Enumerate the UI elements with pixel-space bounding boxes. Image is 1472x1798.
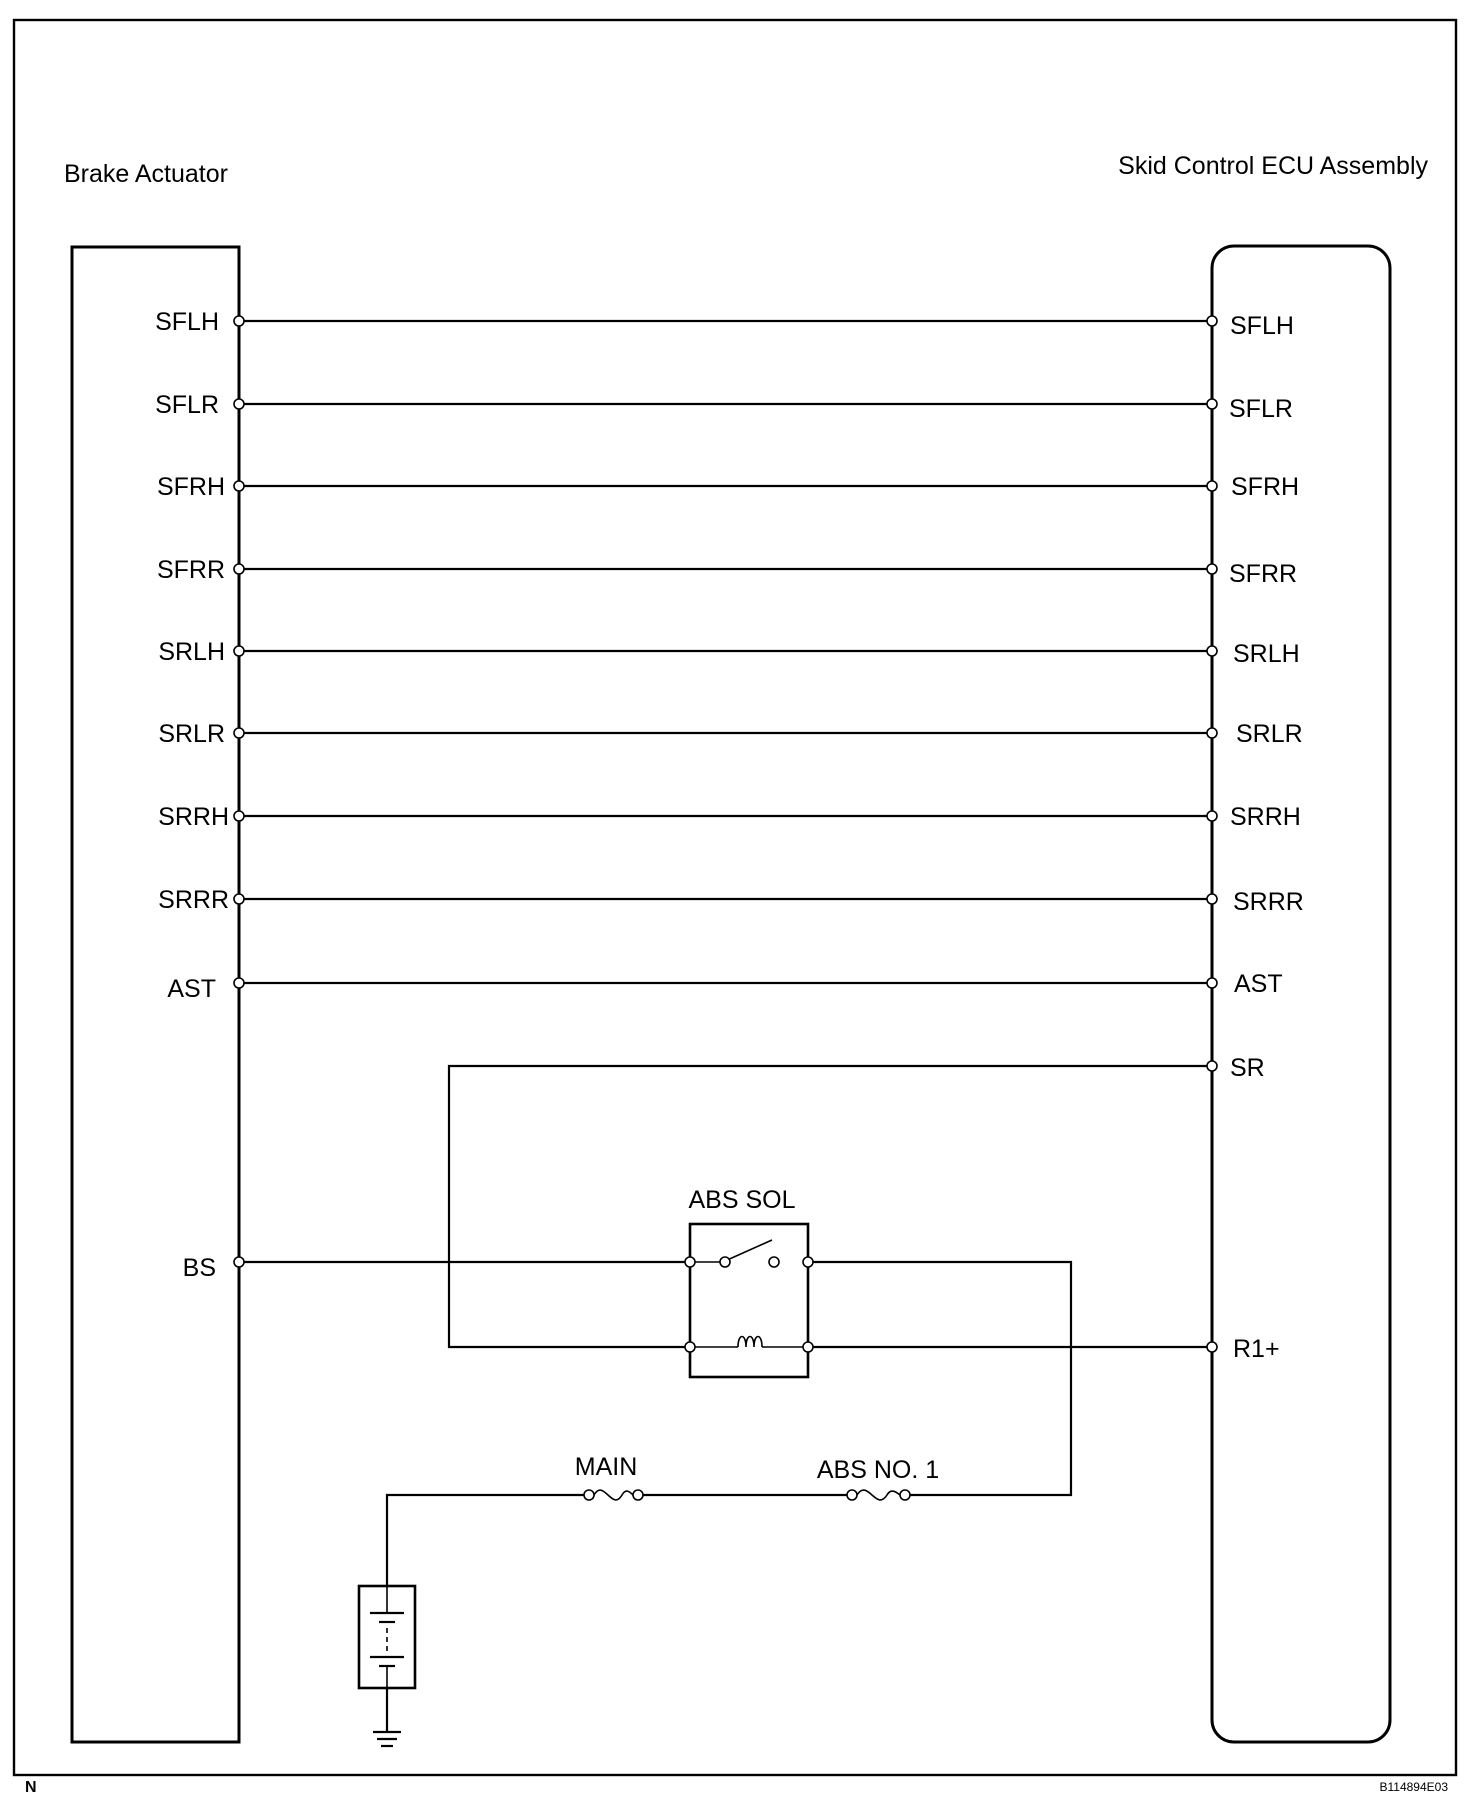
terminal-ecu-srlr: [1206, 727, 1218, 739]
actuator-pin-label: SFLH: [155, 308, 219, 336]
brake-actuator-title: Brake Actuator: [64, 160, 228, 188]
terminal-actuator-bs: [233, 1256, 245, 1268]
terminal-ecu-srrh: [1206, 810, 1218, 822]
terminal-relay-coil-in: [684, 1341, 696, 1353]
fuse-abs-terminal-left: [846, 1489, 858, 1501]
fuse-main-label: MAIN: [575, 1453, 638, 1481]
actuator-terminals: [233, 315, 245, 1268]
terminal-ecu-sflh: [1206, 315, 1218, 327]
relay-switch-contact-right: [768, 1256, 780, 1268]
relay-label: ABS SOL: [689, 1186, 796, 1214]
fuse-abs-terminal-right: [899, 1489, 911, 1501]
terminal-actuator-srrh: [233, 810, 245, 822]
actuator-pin-label: SFRR: [157, 556, 225, 584]
ecu-pin-labels: SFLH SFLR SFRH SFRR SRLH SRLR SRRH SRRR …: [1229, 312, 1304, 1363]
relay-switch-contact-left: [719, 1256, 731, 1268]
terminal-ecu-sr: [1206, 1060, 1218, 1072]
fuse-main-terminal-left: [583, 1489, 595, 1501]
terminal-relay-switch-in: [684, 1256, 696, 1268]
terminal-ecu-sfrh: [1206, 480, 1218, 492]
actuator-pin-label: BS: [183, 1254, 216, 1282]
ecu-pin-label: SFRH: [1231, 473, 1299, 501]
terminal-actuator-srlh: [233, 645, 245, 657]
battery: [357, 1584, 417, 1690]
actuator-pin-label: SRLR: [158, 720, 225, 748]
terminal-ecu-r1plus: [1206, 1341, 1218, 1353]
terminal-actuator-sflh: [233, 315, 245, 327]
figure-code: B114894E03: [1379, 1780, 1448, 1794]
actuator-pin-label: AST: [167, 975, 216, 1003]
ecu-pin-label: SFRR: [1229, 560, 1297, 588]
actuator-pin-label: SRLH: [158, 638, 225, 666]
wire-battery: [385, 1493, 584, 1586]
fuse-abs-label: ABS NO. 1: [817, 1456, 939, 1484]
abs-sol-relay: ABS SOL: [688, 1186, 810, 1379]
relay-switch-arm: [724, 1239, 773, 1262]
ecu-pin-label: AST: [1234, 970, 1283, 998]
ecu-pin-label: SRRR: [1233, 888, 1304, 916]
ecu-pin-label: SFLH: [1230, 312, 1294, 340]
fuse-abs-no1: ABS NO. 1: [817, 1456, 939, 1501]
diagram-border: [12, 18, 1458, 1777]
signal-wires: [239, 319, 1212, 985]
relay-terminals: [684, 1256, 814, 1353]
fuse-main-terminal-right: [632, 1489, 644, 1501]
terminal-ecu-sfrr: [1206, 563, 1218, 575]
fuse-abs-element: [856, 1489, 901, 1501]
terminal-actuator-sfrh: [233, 480, 245, 492]
actuator-pin-label: SFLR: [155, 391, 219, 419]
actuator-pin-labels: SFLH SFLR SFRH SFRR SRLH SRLR SRRH SRRR …: [155, 308, 229, 1282]
fuse-main-element: [593, 1489, 634, 1501]
terminal-ecu-sflr: [1206, 398, 1218, 410]
ecu-pin-label: R1+: [1233, 1335, 1280, 1363]
actuator-pin-label: SRRH: [158, 803, 229, 831]
terminal-actuator-srrr: [233, 893, 245, 905]
terminal-actuator-ast: [233, 977, 245, 989]
ecu-pin-label: SRLR: [1236, 720, 1303, 748]
ecu-terminals: [1206, 315, 1218, 1353]
terminal-actuator-srlr: [233, 727, 245, 739]
corner-mark: N: [25, 1779, 37, 1796]
skid-ecu-title: Skid Control ECU Assembly: [1118, 152, 1428, 180]
ecu-pin-label: SR: [1230, 1054, 1265, 1082]
ecu-pin-label: SFLR: [1229, 395, 1293, 423]
ecu-pin-label: SRLH: [1233, 640, 1300, 668]
actuator-pin-label: SFRH: [157, 473, 225, 501]
relay-coil-winding: [737, 1335, 763, 1348]
relay-box: [688, 1222, 810, 1379]
terminal-ecu-srlh: [1206, 645, 1218, 657]
terminal-relay-switch-out: [802, 1256, 814, 1268]
terminal-actuator-sfrr: [233, 563, 245, 575]
ground-icon: [373, 1688, 401, 1748]
actuator-pin-label: SRRR: [158, 886, 229, 914]
terminal-ecu-ast: [1206, 977, 1218, 989]
ecu-pin-label: SRRH: [1230, 803, 1301, 831]
terminal-ecu-srrr: [1206, 893, 1218, 905]
terminal-relay-coil-out: [802, 1341, 814, 1353]
fuse-main: MAIN: [575, 1453, 644, 1501]
brake-actuator-box: [70, 245, 241, 1744]
skid-ecu-box: [1210, 244, 1392, 1744]
terminal-actuator-sflr: [233, 398, 245, 410]
wire-supply: [808, 1260, 1073, 1497]
wire-sr: [447, 1064, 1212, 1349]
